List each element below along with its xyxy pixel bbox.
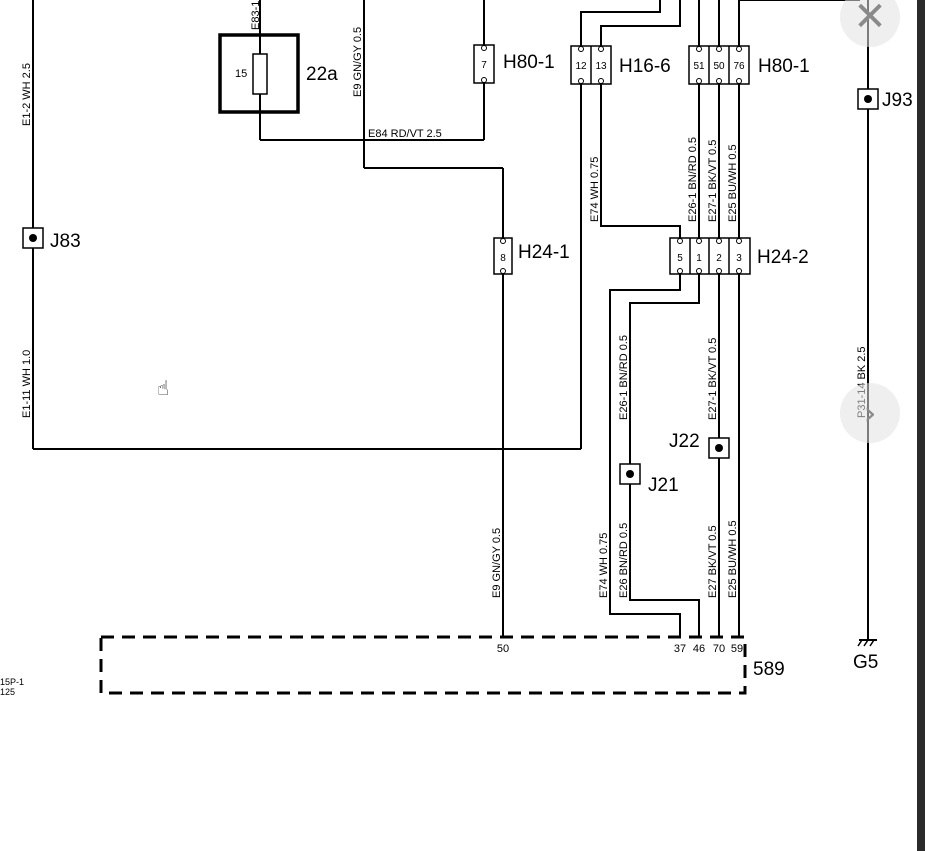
pin-contact bbox=[578, 78, 584, 84]
fuse-box-22a: 15 22a bbox=[218, 33, 338, 114]
connector-h80-1-body bbox=[688, 45, 750, 85]
wire-label: E27-1 BK/VT 0.5 bbox=[707, 140, 719, 222]
wire-label: E83-1 bbox=[250, 1, 262, 30]
wire-e74-upper bbox=[600, 84, 681, 238]
hand-pointer-icon: ☝ bbox=[157, 376, 170, 400]
fuse-number-label: 15 bbox=[235, 68, 247, 80]
pin-number: 13 bbox=[595, 61, 607, 72]
connector-label: H80-1 bbox=[503, 52, 555, 73]
wires bbox=[32, 0, 869, 640]
module-label: 589 bbox=[753, 659, 785, 680]
fuse-box-label: 22a bbox=[306, 64, 338, 85]
wire-label: E84 RD/VT 2.5 bbox=[368, 128, 442, 140]
wire-e74-lower bbox=[609, 274, 681, 637]
pin-number: 2 bbox=[716, 253, 722, 264]
connector-h24-1: 8 H24-1 bbox=[493, 237, 570, 275]
junction-j83: J83 bbox=[22, 227, 81, 252]
wire-label: E27 BK/VT 0.5 bbox=[707, 525, 719, 598]
module-pin: 70 bbox=[713, 643, 725, 655]
next-button[interactable]: › bbox=[840, 383, 900, 443]
pin-contact bbox=[481, 77, 487, 83]
wire-label: E74 WH 0.75 bbox=[589, 157, 601, 222]
pin-number: 8 bbox=[500, 253, 506, 264]
ground-g5: G5 bbox=[853, 639, 878, 673]
connector-label: H24-2 bbox=[757, 247, 809, 268]
junction-j21: J21 bbox=[619, 463, 679, 496]
fuse-body bbox=[252, 53, 268, 95]
wire-e26-1-lower bbox=[629, 274, 700, 637]
ground-label: G5 bbox=[853, 652, 878, 673]
wire-label: E1-11 WH 1.0 bbox=[21, 350, 33, 418]
wire-label: E27-1 BK/VT 0.5 bbox=[707, 338, 719, 420]
pin-number: 12 bbox=[575, 61, 587, 72]
pin-number: 76 bbox=[733, 61, 745, 72]
wire-label: E25 BU/WH 0.5 bbox=[727, 144, 739, 222]
pin-contact bbox=[598, 46, 604, 52]
window-edge bbox=[917, 0, 925, 851]
edge-label: 125 bbox=[0, 687, 15, 697]
junction-label: J21 bbox=[648, 475, 679, 496]
wire-h16-6-top-a bbox=[580, 0, 661, 46]
wire-label: E26-1 BN/RD 0.5 bbox=[687, 137, 699, 222]
wire-h16-6-top-b bbox=[600, 0, 681, 46]
wire-label: E9 GN/GY 0.5 bbox=[352, 27, 364, 97]
wire-label: E9 GN/GY 0.5 bbox=[491, 528, 503, 598]
junction-j93: J93 bbox=[857, 88, 913, 111]
pin-number: 50 bbox=[713, 61, 725, 72]
junction-label: J83 bbox=[50, 231, 81, 252]
pin-contact bbox=[598, 78, 604, 84]
pin-number: 3 bbox=[736, 253, 742, 264]
close-icon: ✕ bbox=[853, 0, 887, 40]
chevron-right-icon: › bbox=[863, 394, 877, 432]
module-pin: 46 bbox=[693, 643, 705, 655]
pin-contact bbox=[578, 46, 584, 52]
junction-label: J22 bbox=[669, 431, 700, 452]
pin-number: 5 bbox=[677, 253, 683, 264]
wire-label: E74 WH 0.75 bbox=[598, 533, 610, 598]
connector-h16-6: 12 13 H16-6 bbox=[570, 45, 671, 85]
connector-h24-2-body bbox=[669, 237, 751, 275]
wire-labels: E83-1 E9 GN/GY 0.5 E1-2 WH 2.5 E84 RD/VT… bbox=[21, 1, 868, 598]
wire-label: E26-1 BN/RD 0.5 bbox=[618, 335, 630, 420]
edge-label: 15P-1 bbox=[0, 677, 24, 687]
module-589: 50 37 46 70 59 589 bbox=[99, 635, 785, 695]
connector-h80-1-right: 51 50 76 H80-1 bbox=[688, 45, 810, 85]
pin-number: 51 bbox=[693, 61, 705, 72]
pin-number: 7 bbox=[481, 60, 487, 71]
wire-label: E1-2 WH 2.5 bbox=[21, 63, 33, 126]
close-button[interactable]: ✕ bbox=[840, 0, 900, 47]
fuse-box-outline bbox=[218, 33, 300, 114]
module-pin: 59 bbox=[731, 643, 743, 655]
junction-label: J93 bbox=[882, 90, 913, 111]
connector-label: H80-1 bbox=[758, 56, 810, 77]
connector-h24-2: 5 1 2 3 H24-2 bbox=[669, 237, 809, 275]
junction-j22: J22 bbox=[669, 431, 730, 459]
pin-contact bbox=[481, 45, 487, 51]
connector-label: H24-1 bbox=[518, 242, 570, 263]
wire-label: E25 BU/WH 0.5 bbox=[727, 520, 739, 598]
connector-label: H16-6 bbox=[619, 56, 671, 77]
connector-h80-1-pin7: 7 H80-1 bbox=[473, 44, 555, 84]
module-pin: 37 bbox=[674, 643, 686, 655]
pin-number: 1 bbox=[696, 253, 702, 264]
module-pin: 50 bbox=[497, 643, 509, 655]
module-outline bbox=[99, 635, 747, 695]
wire-label: E26 BN/RD 0.5 bbox=[618, 523, 630, 598]
